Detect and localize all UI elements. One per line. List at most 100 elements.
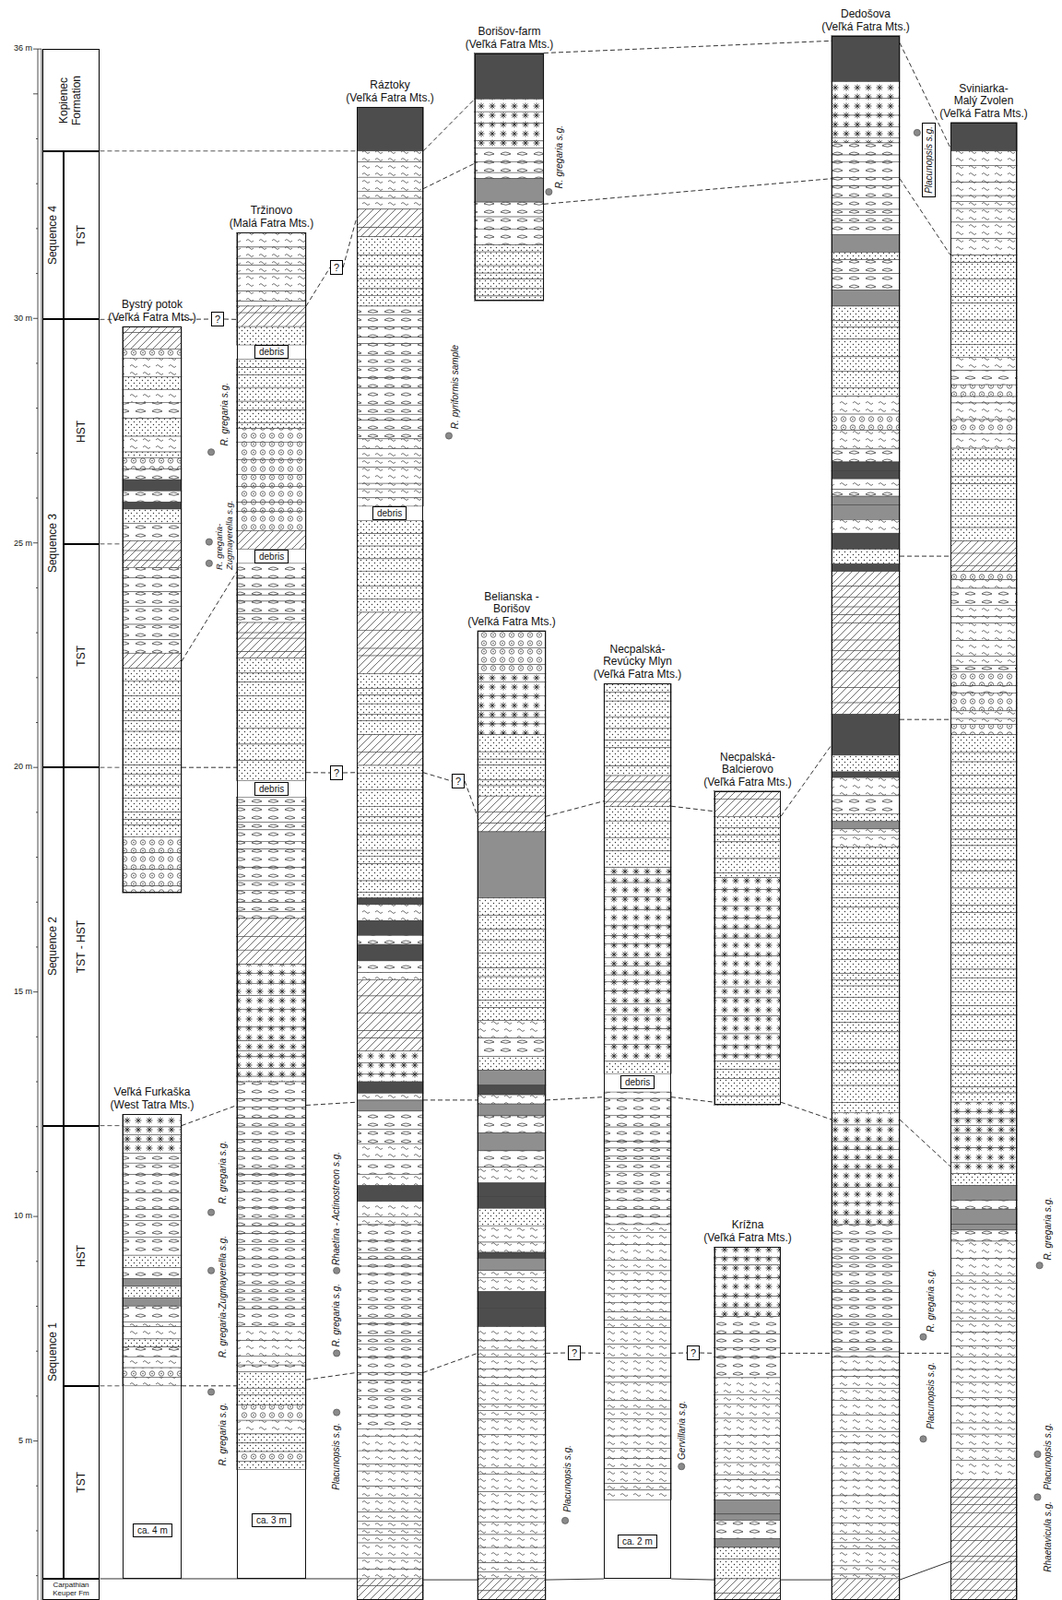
rock-bed xyxy=(603,1417,672,1436)
rock-bed xyxy=(122,541,182,552)
scale-tick xyxy=(35,1350,38,1352)
rock-bed xyxy=(477,1207,546,1226)
rock-bed xyxy=(122,811,182,819)
rock-bed xyxy=(236,651,307,659)
sample-dot xyxy=(205,559,213,567)
rock-bed xyxy=(950,815,1017,830)
section-area: (Veľká Fatra Mts.) xyxy=(703,1231,792,1245)
rock-bed xyxy=(831,979,900,986)
rock-bed xyxy=(950,1224,1017,1230)
scale-tick xyxy=(35,945,38,947)
rock-bed xyxy=(356,1050,424,1063)
boundary-guide xyxy=(99,150,357,152)
section-column: Sviniarka- Malý Zvolen(Veľká Fatra Mts.) xyxy=(950,122,1017,1600)
rock-bed xyxy=(356,1528,424,1535)
rock-bed xyxy=(356,1073,424,1082)
sample-dot xyxy=(678,1463,685,1470)
rock-bed xyxy=(122,748,182,766)
rock-bed xyxy=(831,771,900,778)
sample-box: Placunopsis s.g. xyxy=(921,122,936,198)
boundary-guide xyxy=(99,1384,122,1386)
rock-bed xyxy=(122,490,182,502)
rock-bed xyxy=(950,793,1017,803)
rock-bed xyxy=(950,1125,1017,1133)
rock-bed xyxy=(356,365,424,378)
rock-bed xyxy=(122,1277,182,1287)
correlation-line xyxy=(699,1352,715,1354)
scale-tick xyxy=(33,542,38,543)
gap-label: ca. 3 m xyxy=(256,1514,287,1525)
band-label: Kopienec Formation xyxy=(58,52,84,148)
rock-bed xyxy=(236,265,307,274)
rock-bed xyxy=(950,1511,1017,1526)
rock-bed xyxy=(603,849,672,867)
rock-bed xyxy=(122,1286,182,1298)
section-area: (Veľká Fatra Mts.) xyxy=(703,776,792,790)
rock-bed xyxy=(950,838,1017,846)
rock-bed xyxy=(831,1262,900,1271)
rock-bed xyxy=(831,137,900,143)
rock-bed xyxy=(236,387,307,402)
rock-bed xyxy=(714,1520,781,1539)
section-column: Necpalská- Balcierovo(Veľká Fatra Mts.) xyxy=(714,790,781,1105)
rock-bed xyxy=(714,1346,781,1357)
section-column: Necpalská- Revúcky Mlyn(Veľká Fatra Mts.… xyxy=(603,683,672,1579)
sample-dot xyxy=(207,1208,214,1216)
rock-bed xyxy=(122,1267,182,1279)
sample-label: Placunopsis s.g. xyxy=(925,1361,937,1429)
rock-bed xyxy=(714,1513,781,1521)
rock-bed xyxy=(714,1257,781,1265)
rock-bed xyxy=(950,1433,1017,1448)
gap-box: debris xyxy=(620,1074,655,1089)
rock-bed xyxy=(950,1030,1017,1041)
rock-bed xyxy=(831,795,900,814)
rock-bed xyxy=(950,498,1017,516)
sample-dot xyxy=(913,129,921,136)
section-column: Ráztoky(Veľká Fatra Mts.)debris xyxy=(356,106,424,1600)
rock-bed xyxy=(831,1414,900,1431)
band-label: TST xyxy=(75,1471,89,1493)
sample-dot xyxy=(920,1333,927,1340)
rock-bed xyxy=(477,811,546,823)
rock-bed xyxy=(122,1220,182,1238)
gap-box: debris xyxy=(254,344,289,359)
section-heading: Krížna(Veľká Fatra Mts.) xyxy=(703,1218,792,1245)
rock-bed xyxy=(831,864,900,874)
rock-bed xyxy=(122,785,182,799)
rock-bed xyxy=(831,519,900,533)
rock-bed xyxy=(477,1521,546,1534)
rock-bed xyxy=(831,1149,900,1160)
rock-bed xyxy=(356,612,424,630)
rock-bed xyxy=(831,1431,900,1443)
rock-bed xyxy=(831,1507,900,1523)
rock-bed xyxy=(603,1468,672,1484)
rock-bed xyxy=(477,1291,546,1309)
rock-bed xyxy=(950,165,1017,182)
sequence-band: Kopienec Formation xyxy=(42,48,100,152)
rock-bed xyxy=(714,858,781,874)
rock-bed xyxy=(474,161,544,173)
rock-bed xyxy=(477,1196,546,1209)
rock-bed xyxy=(356,1110,424,1130)
rock-bed xyxy=(950,1073,1017,1087)
rock-bed xyxy=(950,904,1017,912)
rock-bed xyxy=(950,724,1017,735)
rock-bed xyxy=(603,1280,672,1294)
scale-tick xyxy=(33,93,38,95)
rock-bed xyxy=(356,266,424,280)
rock-bed xyxy=(714,1578,781,1593)
rock-bed xyxy=(477,1385,546,1405)
section-heading: Belianska - Borišov(Veľká Fatra Mts.) xyxy=(467,590,556,629)
rock-bed xyxy=(356,1081,424,1093)
scale-label: 15 m xyxy=(13,987,33,997)
rock-bed xyxy=(356,1259,424,1266)
rock-bed xyxy=(950,278,1017,296)
section-heading: Dedošova(Veľká Fatra Mts.) xyxy=(821,8,910,35)
rock-bed xyxy=(236,1387,307,1394)
scale-tick xyxy=(35,1529,38,1531)
rock-bed xyxy=(122,1254,182,1267)
rock-bed xyxy=(356,1099,424,1111)
rock-bed xyxy=(474,279,544,289)
rock-bed xyxy=(603,1458,672,1469)
scale-label: 5 m xyxy=(18,1436,33,1446)
